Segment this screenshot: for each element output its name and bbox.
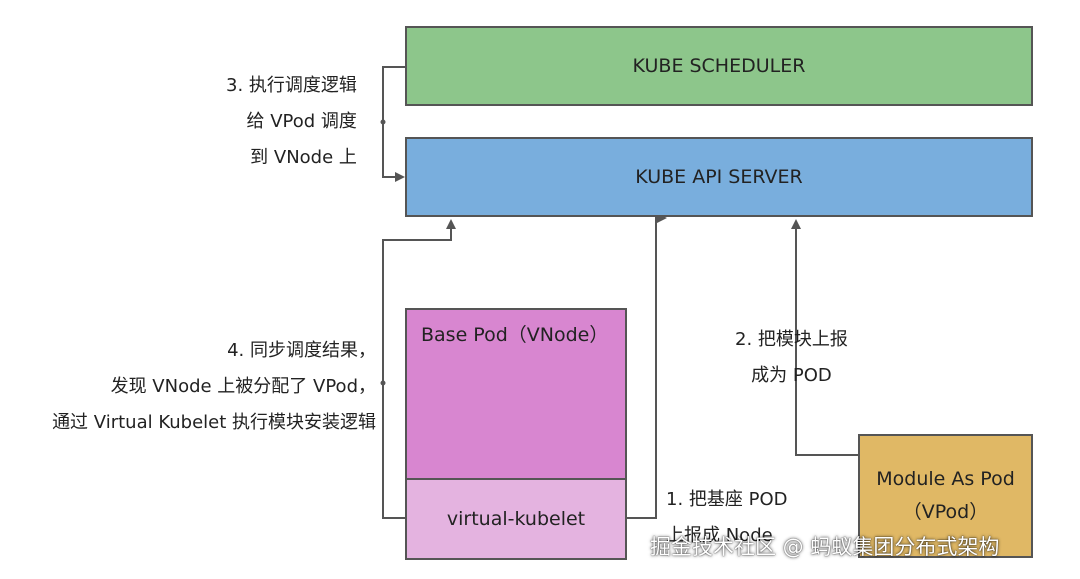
step3-line: 给 VPod 调度	[246, 111, 357, 132]
step3-annotation: 3. 执行调度逻辑 给 VPod 调度 到 VNode 上	[226, 68, 357, 176]
arrow-module-to-apiserver	[791, 219, 858, 456]
arrow-scheduler-to-apiserver	[382, 66, 405, 182]
step2-line: 2. 把模块上报	[735, 329, 848, 350]
base-pod-label: Base Pod（VNode）	[421, 324, 609, 346]
kube-scheduler-label: KUBE SCHEDULER	[632, 55, 806, 77]
watermark: 掘金技术社区 @ 蚂蚁集团分布式架构	[650, 535, 1000, 559]
arrow-kubelet-register-node	[627, 213, 667, 519]
step2-annotation: 2. 把模块上报 成为 POD	[735, 322, 848, 394]
virtual-kubelet-box: virtual-kubelet	[405, 478, 627, 560]
step3-line: 到 VNode 上	[250, 147, 357, 168]
step4-line: 发现 VNode 上被分配了 VPod，	[110, 376, 376, 397]
module-as-pod-box: Module As Pod （VPod）	[858, 434, 1033, 558]
step2-line: 成为 POD	[751, 365, 832, 386]
module-pod-sublabel: （VPod）	[902, 501, 989, 523]
kube-api-server-box: KUBE API SERVER	[405, 137, 1033, 217]
arrow-kubelet-sync-to-apiserver	[382, 219, 456, 519]
connector-dot	[380, 119, 386, 125]
kube-scheduler-box: KUBE SCHEDULER	[405, 26, 1033, 106]
step4-line: 4. 同步调度结果，	[227, 340, 376, 361]
step1-annotation: 1. 把基座 POD 上报成 Node	[666, 482, 788, 554]
step4-line: 通过 Virtual Kubelet 执行模块安装逻辑	[52, 412, 376, 433]
step1-line: 上报成 Node	[666, 525, 773, 546]
kube-api-server-label: KUBE API SERVER	[635, 166, 803, 188]
step3-line: 3. 执行调度逻辑	[226, 75, 357, 96]
base-pod-box: Base Pod（VNode）	[405, 308, 627, 480]
step4-annotation: 4. 同步调度结果， 发现 VNode 上被分配了 VPod， 通过 Virtu…	[52, 333, 376, 441]
virtual-kubelet-label: virtual-kubelet	[446, 508, 586, 530]
connector-dot	[380, 380, 386, 386]
step1-line: 1. 把基座 POD	[666, 489, 788, 510]
module-pod-label: Module As Pod	[876, 468, 1015, 490]
